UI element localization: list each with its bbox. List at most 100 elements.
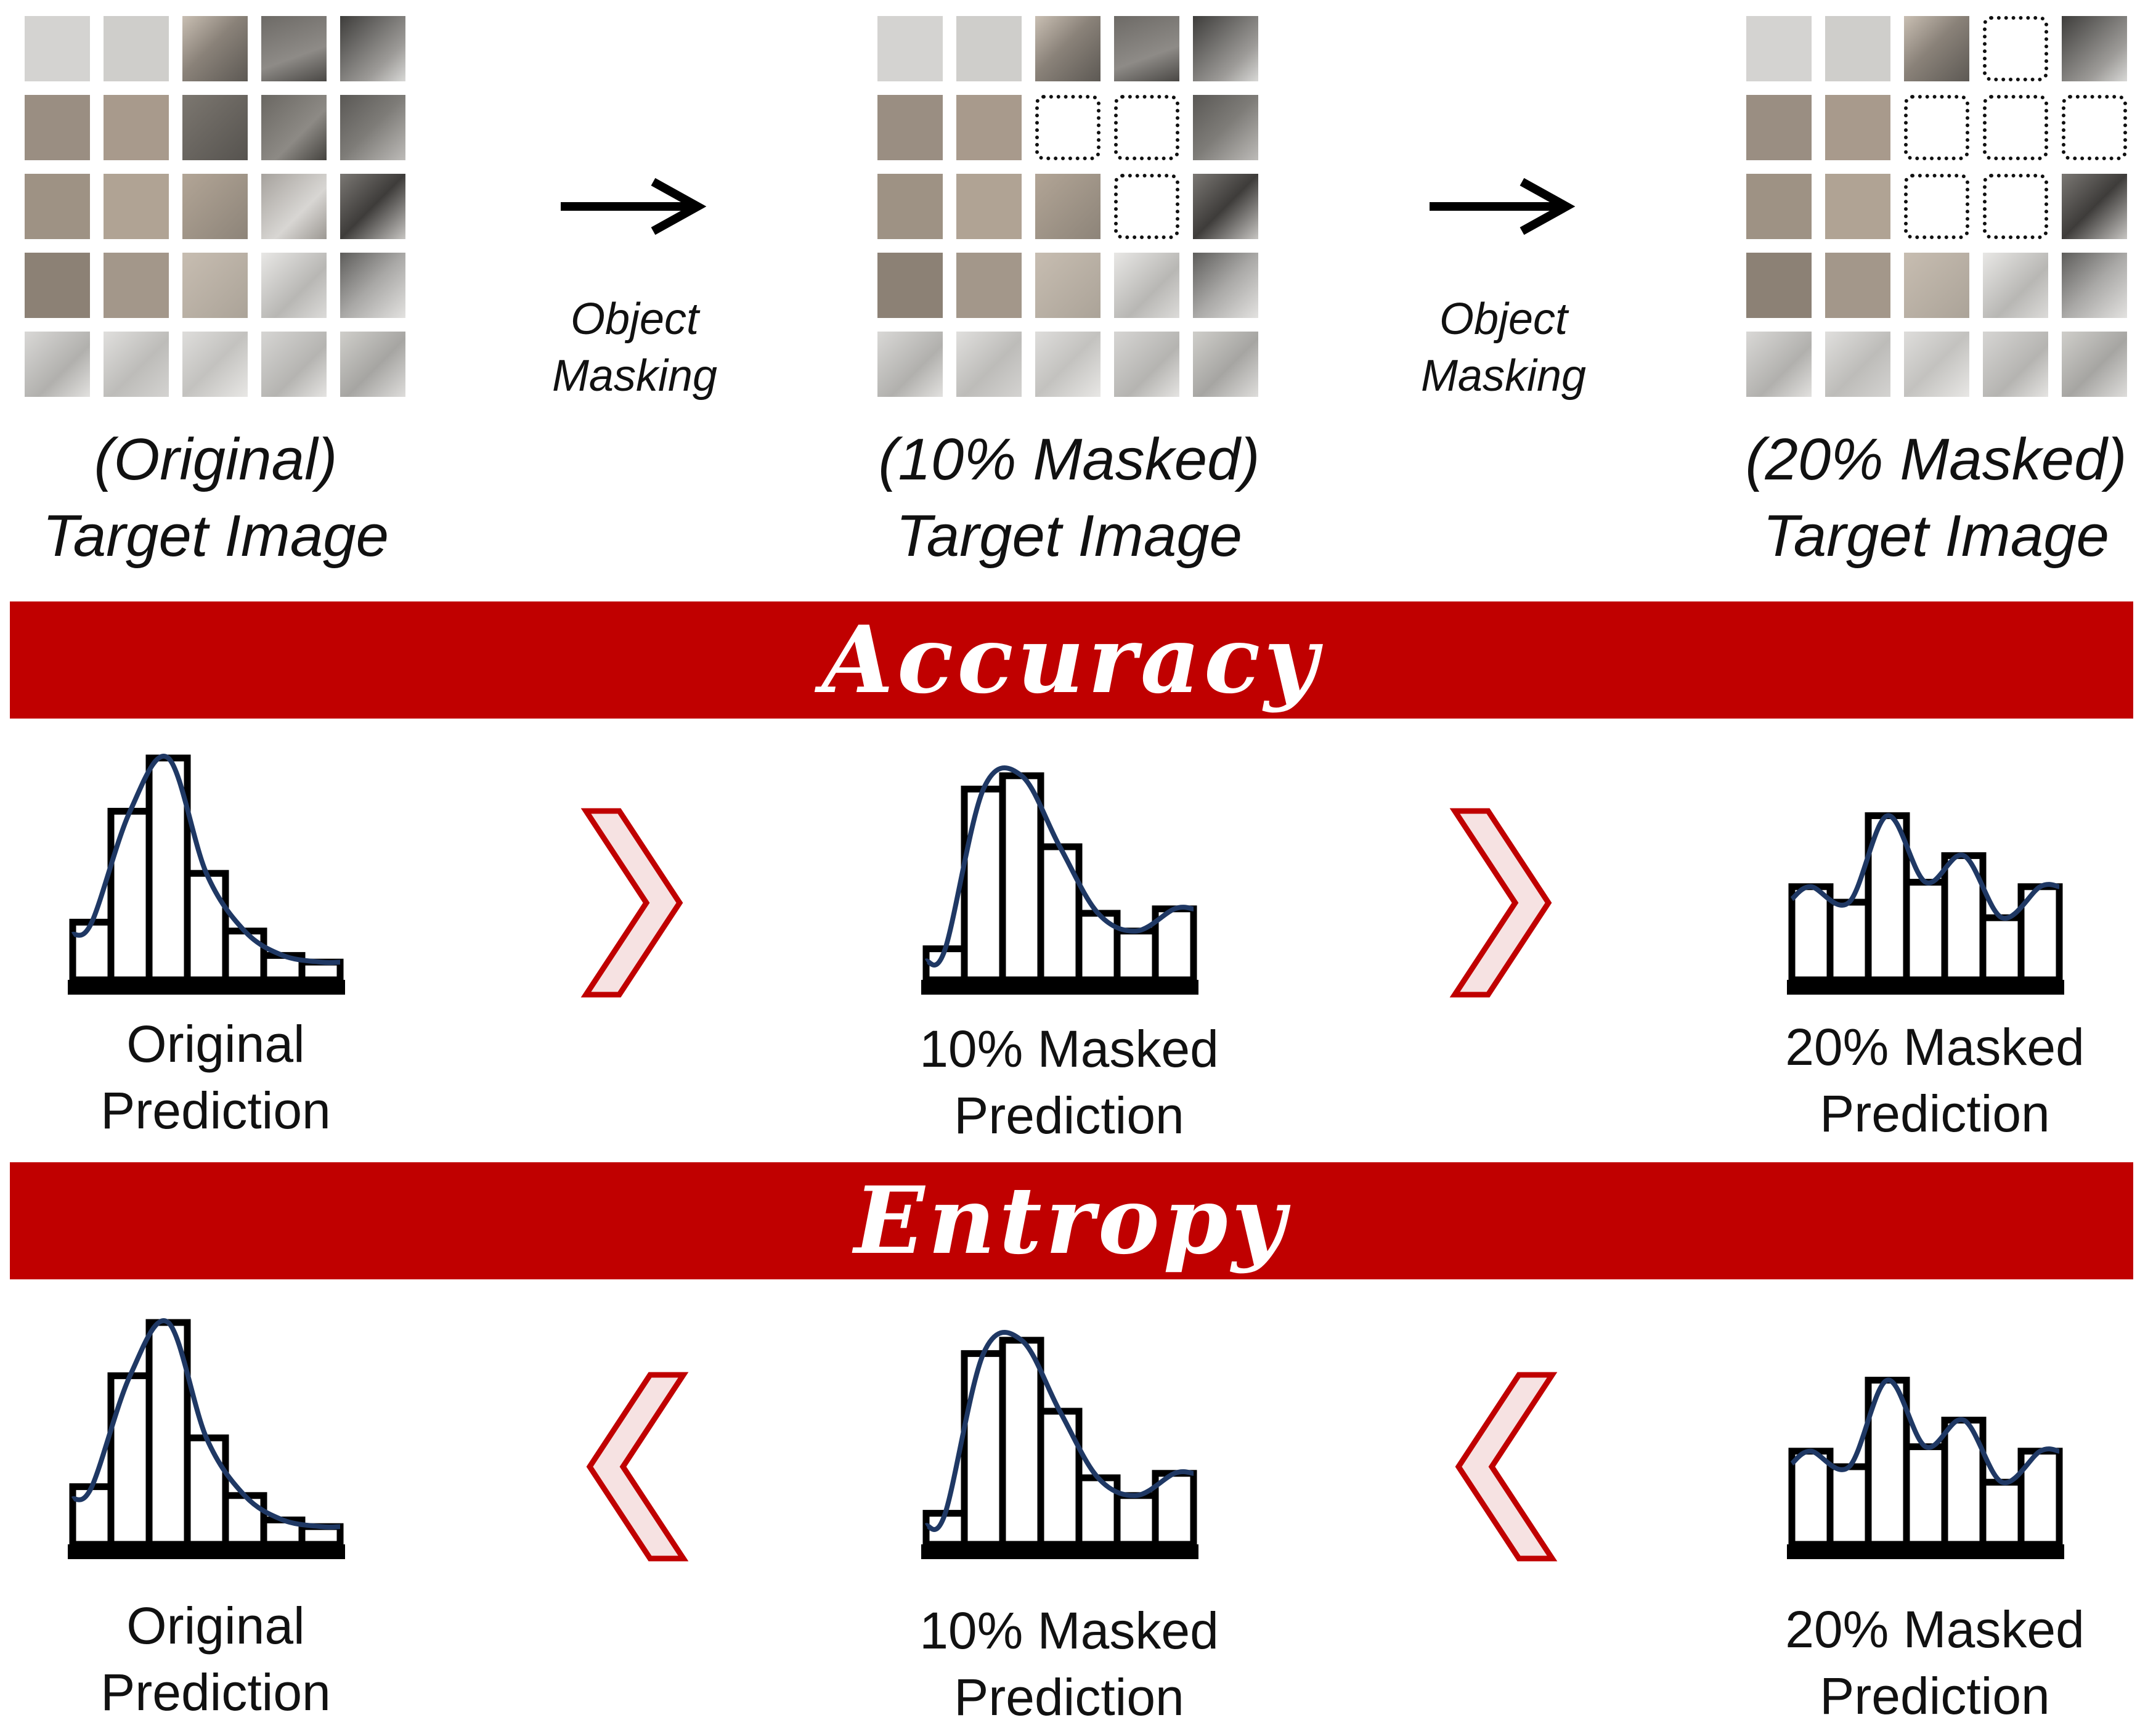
object-masking-label-2: Object Masking xyxy=(1420,295,1587,401)
image-patch xyxy=(261,253,327,318)
original-target-caption: (Original) Target Image xyxy=(42,426,389,569)
image-patch xyxy=(1193,332,1258,397)
image-patch xyxy=(956,253,1022,318)
right-arrow-icon xyxy=(561,177,707,235)
image-patch xyxy=(956,16,1022,81)
histogram-bar xyxy=(1037,843,1083,984)
histogram-bar xyxy=(1826,1463,1872,1548)
image-patch xyxy=(1193,95,1258,160)
less-than-chevron-icon xyxy=(586,1372,689,1562)
greater-than-chevron-icon xyxy=(1449,808,1552,998)
image-patch xyxy=(956,95,1022,160)
image-patch xyxy=(182,332,248,397)
histogram-bar xyxy=(1788,1448,1834,1548)
image-patch xyxy=(1746,332,1812,397)
image-patch xyxy=(104,253,169,318)
histogram-bar xyxy=(1826,899,1872,984)
histogram-bar xyxy=(961,1350,1006,1548)
image-patch xyxy=(877,174,943,239)
distribution-curve xyxy=(924,1330,1194,1532)
image-patch xyxy=(182,174,248,239)
histogram-bar xyxy=(1113,1492,1159,1548)
masked-20-prediction-histogram xyxy=(1787,1377,2064,1559)
image-patch xyxy=(877,95,943,160)
image-patch xyxy=(1114,332,1179,397)
image-patch xyxy=(2062,174,2127,239)
distribution-curve xyxy=(71,1318,341,1530)
histogram-bar xyxy=(999,772,1044,984)
image-patch xyxy=(2062,332,2127,397)
image-patch xyxy=(104,174,169,239)
histogram-bar xyxy=(1903,879,1948,984)
masked-patch xyxy=(1983,16,2048,81)
right-arrow-icon xyxy=(1430,177,1576,235)
distribution-curve xyxy=(924,765,1194,968)
greater-than-chevron-icon xyxy=(580,808,683,998)
masked-patch xyxy=(1904,174,1969,239)
image-patch xyxy=(340,253,405,318)
masked-20-target-image xyxy=(1746,16,2127,397)
masked-patch xyxy=(1114,174,1179,239)
histogram-bar xyxy=(1113,927,1159,984)
image-patch xyxy=(1114,16,1179,81)
histogram-bar xyxy=(1788,883,1834,984)
histogram-bar xyxy=(184,870,229,984)
image-patch xyxy=(340,332,405,397)
histogram-bar xyxy=(999,1337,1044,1548)
masked-patch xyxy=(1983,174,2048,239)
original-prediction-histogram xyxy=(68,1318,345,1559)
entropy-title: Entropy xyxy=(854,1167,1289,1275)
image-patch xyxy=(1193,174,1258,239)
image-patch xyxy=(261,174,327,239)
distribution-curve xyxy=(1790,813,2060,921)
image-patch xyxy=(25,174,90,239)
image-patch xyxy=(340,16,405,81)
image-patch xyxy=(1825,95,1890,160)
accuracy-banner: Accuracy xyxy=(10,601,2133,719)
masked-20-prediction-label: 20% Masked Prediction xyxy=(1785,1018,2085,1143)
image-patch xyxy=(25,95,90,160)
image-patch xyxy=(104,332,169,397)
histogram-bar xyxy=(1152,1470,1197,1548)
masked-20-target-caption: (20% Masked) Target Image xyxy=(1745,426,2127,569)
image-patch xyxy=(1193,253,1258,318)
image-patch xyxy=(25,16,90,81)
image-patch xyxy=(1746,174,1812,239)
masked-patch xyxy=(1983,95,2048,160)
histogram-bar xyxy=(69,918,115,984)
original-prediction-label: Original Prediction xyxy=(100,1597,331,1721)
image-patch xyxy=(1983,332,2048,397)
histogram-bar xyxy=(1037,1408,1083,1548)
image-patch xyxy=(1746,95,1812,160)
image-patch xyxy=(182,16,248,81)
image-patch xyxy=(1825,332,1890,397)
image-patch xyxy=(1904,332,1969,397)
image-patch xyxy=(25,332,90,397)
masked-10-prediction-label: 10% Masked Prediction xyxy=(919,1602,1219,1726)
histogram-bar xyxy=(107,807,153,984)
masked-10-prediction-histogram xyxy=(921,1330,1198,1559)
object-masking-label-1: Object Masking xyxy=(551,295,718,401)
histogram-bar xyxy=(222,927,267,984)
masked-patch xyxy=(1035,95,1101,160)
image-patch xyxy=(182,253,248,318)
image-patch xyxy=(182,95,248,160)
image-patch xyxy=(1983,253,2048,318)
histogram-bar xyxy=(222,1492,267,1548)
masked-10-prediction-label: 10% Masked Prediction xyxy=(919,1020,1219,1144)
histogram-bar xyxy=(1979,1478,2025,1548)
image-patch xyxy=(1035,16,1101,81)
distribution-curve xyxy=(71,754,341,965)
masked-10-target-image xyxy=(877,16,1258,397)
histogram-bar xyxy=(184,1434,229,1548)
image-patch xyxy=(340,95,405,160)
image-patch xyxy=(25,253,90,318)
image-patch xyxy=(1193,16,1258,81)
histogram-bar xyxy=(69,1483,115,1548)
image-patch xyxy=(2062,16,2127,81)
less-than-chevron-icon xyxy=(1455,1372,1558,1562)
image-patch xyxy=(1035,332,1101,397)
histogram-bar xyxy=(1152,905,1197,984)
distribution-curve xyxy=(1790,1377,2060,1486)
masked-10-target-caption: (10% Masked) Target Image xyxy=(878,426,1260,569)
